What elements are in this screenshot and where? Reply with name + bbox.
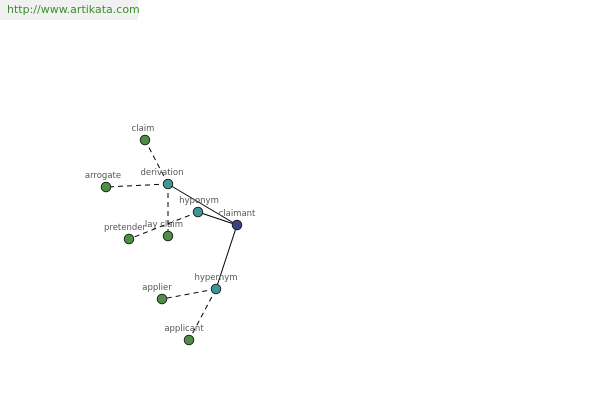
node-circle[interactable]: [162, 230, 174, 242]
node-circle[interactable]: [183, 334, 195, 346]
node-pretender[interactable]: pretender: [104, 223, 147, 245]
node-circle[interactable]: [156, 293, 168, 305]
node-applier[interactable]: applier: [142, 283, 172, 305]
node-lay-claim[interactable]: lay claim: [145, 220, 183, 242]
node-circle[interactable]: [123, 233, 135, 245]
node-arrogate[interactable]: arrogate: [85, 171, 121, 193]
edge-hypernym-applicant: [188, 288, 217, 341]
node-circle[interactable]: [210, 283, 222, 295]
node-label: applicant: [164, 324, 204, 334]
node-claimant[interactable]: claimant: [219, 209, 256, 231]
node-label: hyponym: [179, 196, 219, 206]
edge-claimant-derivation: [167, 183, 238, 226]
node-applicant[interactable]: applicant: [164, 324, 204, 346]
node-label: claim: [132, 124, 155, 134]
node-label: applier: [142, 283, 172, 293]
edge-claimant-hypernym: [215, 224, 238, 290]
node-circle[interactable]: [139, 134, 151, 146]
node-claim[interactable]: claim: [132, 124, 155, 146]
node-circle[interactable]: [231, 219, 243, 231]
edge-hyponym-pretender: [128, 211, 199, 240]
node-hypernym[interactable]: hypernym: [194, 273, 238, 295]
edges-layer: [105, 139, 238, 341]
nodes-layer: claimant derivation hyponym hypernym claim ar…: [85, 124, 256, 346]
node-label: arrogate: [85, 171, 121, 181]
url-link-text[interactable]: http://www.artikata.com: [7, 3, 140, 16]
node-circle[interactable]: [100, 181, 112, 193]
node-label: claimant: [219, 209, 256, 219]
url-banner[interactable]: http://www.artikata.com: [0, 0, 140, 20]
node-label: pretender: [104, 223, 147, 233]
edge-claimant-hyponym: [197, 211, 238, 226]
node-derivation[interactable]: derivation: [140, 168, 184, 190]
node-label: derivation: [140, 168, 183, 178]
node-circle[interactable]: [162, 178, 174, 190]
node-circle[interactable]: [192, 206, 204, 218]
node-label: lay claim: [145, 220, 183, 230]
edge-hypernym-applier: [161, 288, 217, 300]
edge-derivation-arrogate: [105, 183, 169, 188]
node-label: hypernym: [194, 273, 237, 283]
node-hyponym[interactable]: hyponym: [179, 196, 219, 218]
